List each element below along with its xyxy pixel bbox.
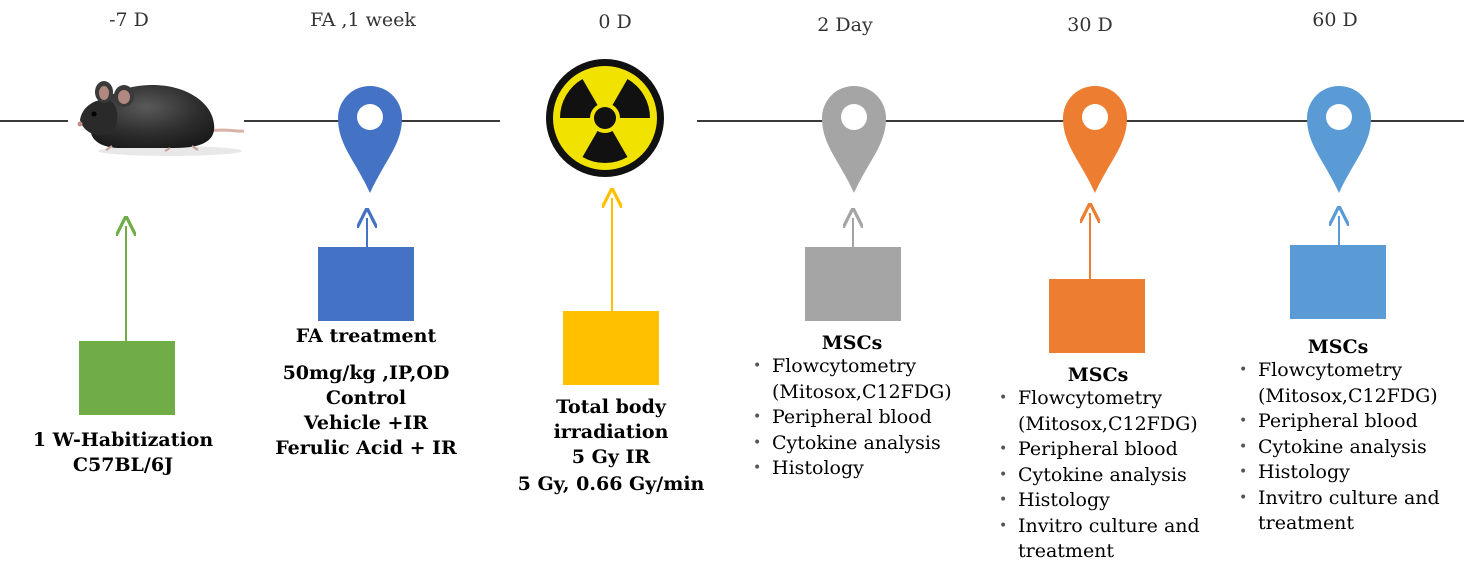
box-orange: [1049, 279, 1145, 353]
location-pin-icon-gray: [822, 86, 886, 193]
timeline-label-fa-week: FA ,1 week: [310, 9, 416, 31]
stage2-line: Vehicle +IR: [303, 412, 429, 434]
location-pin-icon-lightblue: [1307, 86, 1371, 193]
stage2-text: FA treatment 50mg/kg ,IP,OD Control Vehi…: [275, 324, 457, 461]
mouse-icon: [77, 81, 245, 156]
stage1-text: 1 W-Habitization C57BL/6J: [33, 428, 213, 478]
stage5-title: MSCs: [1067, 364, 1129, 386]
stage5-list: Flowcytometry(Mitosox,C12FDG) Peripheral…: [999, 386, 1200, 565]
timeline-label-2day: 2 Day: [817, 14, 873, 36]
box-blue: [318, 247, 414, 321]
location-pin-icon-blue: [338, 86, 402, 193]
stage3-line: 5 Gy IR: [571, 446, 651, 468]
timeline-label-minus7d: -7 D: [109, 9, 149, 31]
stage4-title: MSCs: [821, 332, 883, 354]
box-gray: [805, 247, 901, 321]
list-item: Flowcytometry(Mitosox,C12FDG): [1239, 358, 1440, 409]
box-green: [79, 341, 175, 415]
list-item: Cytokine analysis: [1239, 435, 1440, 461]
stage4-list: Flowcytometry(Mitosox,C12FDG) Peripheral…: [753, 354, 952, 482]
list-item: Flowcytometry(Mitosox,C12FDG): [999, 386, 1200, 437]
stage2-line: 50mg/kg ,IP,OD: [282, 362, 450, 384]
stage2-line: [275, 349, 457, 361]
stage3-text: Total body irradiation 5 Gy IR 5 Gy, 0.6…: [518, 395, 705, 497]
stage6-title: MSCs: [1307, 336, 1369, 358]
timeline-label-60d: 60 D: [1312, 9, 1358, 31]
radiation-icon: [546, 59, 664, 177]
stage1-line: C57BL/6J: [72, 454, 174, 476]
stage3-line: Total body: [556, 396, 666, 418]
list-item: Histology: [999, 488, 1200, 514]
stage3-line: 5 Gy, 0.66 Gy/min: [517, 473, 705, 495]
list-item: Histology: [753, 456, 952, 482]
list-item: Peripheral blood: [1239, 409, 1440, 435]
list-item: Histology: [1239, 460, 1440, 486]
timeline-label-30d: 30 D: [1067, 14, 1113, 36]
location-pin-icon-orange: [1063, 86, 1127, 193]
list-item: Cytokine analysis: [999, 463, 1200, 489]
list-item: Peripheral blood: [999, 437, 1200, 463]
stage6-list: Flowcytometry(Mitosox,C12FDG) Peripheral…: [1239, 358, 1440, 537]
stage1-line: 1 W-Habitization: [32, 429, 214, 451]
stage2-line: Ferulic Acid + IR: [275, 437, 457, 459]
timeline-label-0d: 0 D: [598, 11, 632, 33]
list-item: Flowcytometry(Mitosox,C12FDG): [753, 354, 952, 405]
stage3-line: irradiation: [553, 421, 669, 443]
stage2-line: Control: [325, 387, 407, 409]
list-item: Cytokine analysis: [753, 431, 952, 457]
stage2-line: FA treatment: [295, 325, 437, 347]
list-item: Peripheral blood: [753, 405, 952, 431]
box-lightblue: [1290, 245, 1386, 319]
box-yellow: [563, 311, 659, 385]
